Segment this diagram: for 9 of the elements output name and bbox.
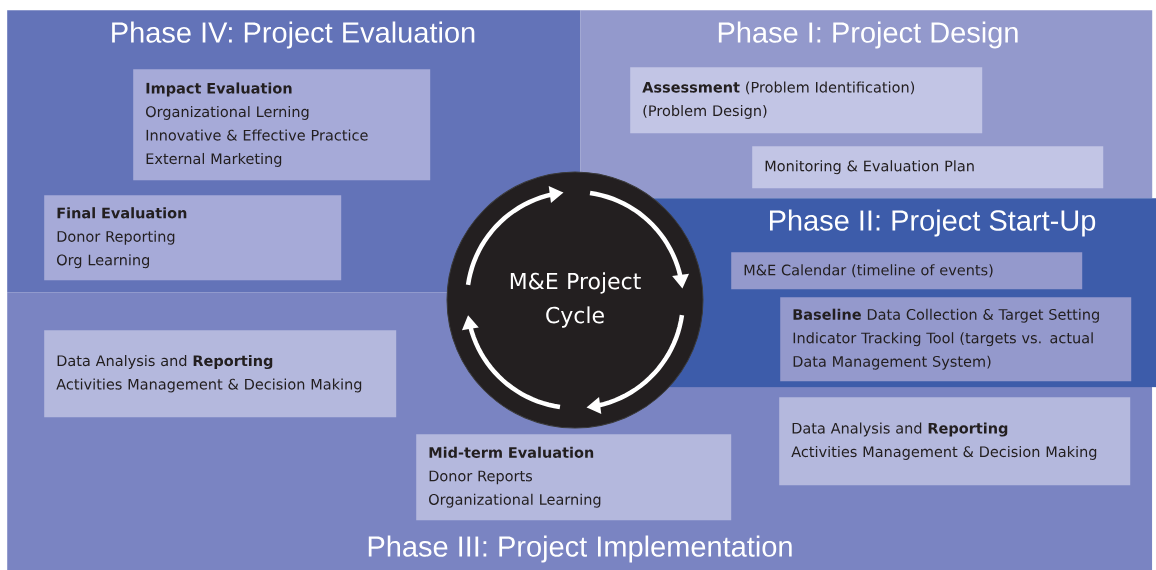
text-box: Impact Evaluation Organizational Lerning Innovative & Effective Practice External Marketing: [133, 69, 431, 181]
text-box: Final Evaluation Donor Reporting Org Learning: [44, 195, 342, 281]
text-box: Monitoring & Evaluation Plan: [752, 146, 1104, 189]
text-box: M&E Calendar (timeline of events): [731, 252, 1083, 290]
text-box: Data Analysis and Reporting Activities Management & Decision Making: [779, 397, 1131, 486]
text-box: Mid-term Evaluation Donor Reports Organizational Learning: [416, 434, 732, 521]
text-box: Assessment (Problem Identification) (Problem Design): [630, 67, 983, 134]
text-box: Baseline Data Collection & Target Setting Indicator Tracking Tool (targets vs. actual Data Management System): [780, 297, 1132, 382]
text-box: Data Analysis and Reporting Activities Management & Decision Making: [44, 330, 397, 418]
